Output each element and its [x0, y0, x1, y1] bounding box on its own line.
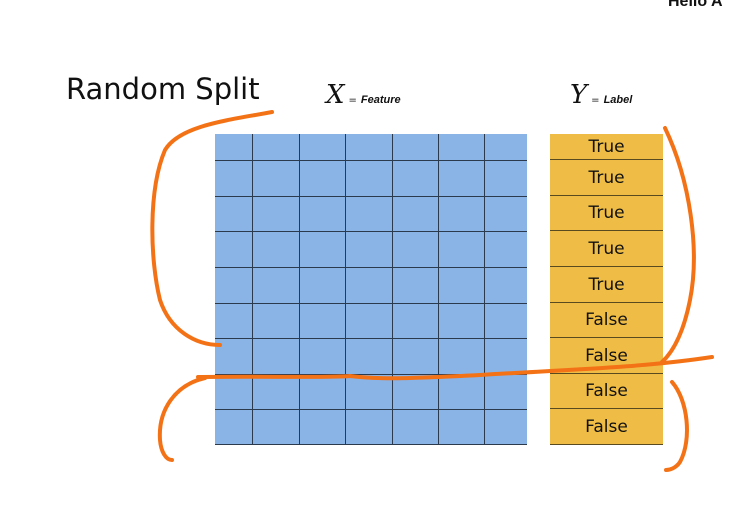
grid-row-line: [215, 196, 527, 197]
x-eq: =: [348, 95, 357, 106]
feature-grid: [215, 134, 527, 445]
grid-row-line: [215, 338, 527, 339]
grid-col-line: [345, 134, 346, 445]
y-symbol: Y: [570, 80, 588, 110]
label-cell: True: [550, 196, 663, 231]
y-eq: =: [591, 95, 600, 106]
grid-col-line: [438, 134, 439, 445]
label-cell: False: [550, 409, 663, 445]
label-cell: False: [550, 303, 663, 338]
y-label: Label: [603, 94, 633, 106]
label-cell: False: [550, 374, 663, 409]
grid-row-line: [215, 409, 527, 410]
grid-col-line: [392, 134, 393, 445]
x-header: X=Feature: [326, 80, 401, 110]
label-cell: True: [550, 231, 663, 267]
grid-row-line: [215, 267, 527, 268]
grid-row-line: [215, 374, 527, 375]
ink-bracket-train-left: [150, 110, 274, 347]
grid-row-line: [215, 303, 527, 304]
grid-col-line: [484, 134, 485, 445]
y-header: Y=Label: [570, 80, 632, 110]
label-cell: True: [550, 134, 663, 160]
x-symbol: X: [326, 80, 345, 110]
grid-col-line: [252, 134, 253, 445]
slide-title: Random Split: [66, 72, 260, 106]
grid-row-line: [215, 444, 527, 445]
x-label: Feature: [360, 94, 401, 106]
ink-bracket-test-right: [664, 380, 689, 472]
ink-split-line: [196, 355, 714, 381]
label-cell: True: [550, 160, 663, 196]
ink-bracket-test-left: [157, 376, 207, 462]
label-cell: True: [550, 267, 663, 303]
grid-row-line: [215, 231, 527, 232]
ink-bracket-train-right: [660, 126, 696, 364]
grid-col-line: [299, 134, 300, 445]
grid-row-line: [215, 160, 527, 161]
greeting-text: Hello A: [668, 0, 723, 10]
